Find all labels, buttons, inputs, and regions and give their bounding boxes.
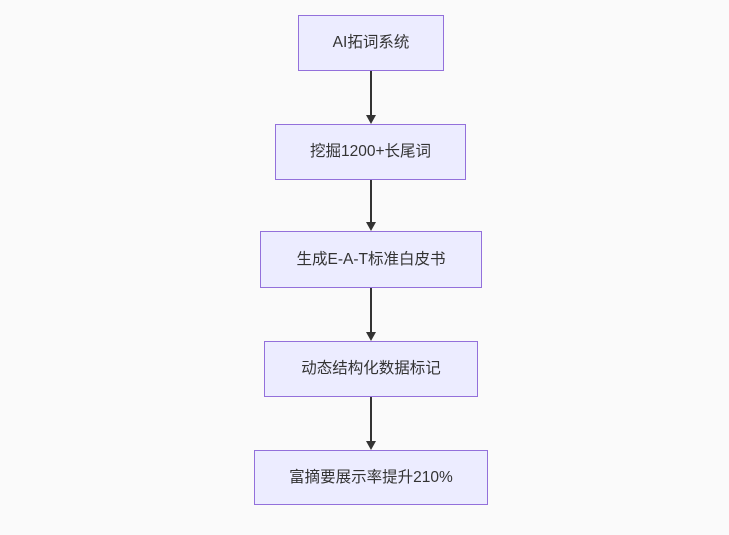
arrow-n1-to-n2	[365, 71, 377, 124]
arrow-line	[370, 397, 372, 441]
arrow-line	[370, 71, 372, 115]
node-label: AI拓词系统	[332, 34, 410, 52]
node-label: 挖掘1200+长尾词	[309, 143, 432, 161]
arrowhead-down-icon	[366, 115, 376, 124]
flowchart-node-mine-longtail-keywords: 挖掘1200+长尾词	[275, 124, 466, 180]
arrow-line	[370, 288, 372, 332]
flowchart-node-rich-snippet-rate-increase: 富摘要展示率提升210%	[254, 450, 488, 505]
flowchart-node-generate-eat-whitepaper: 生成E-A-T标准白皮书	[260, 231, 482, 288]
node-label: 动态结构化数据标记	[301, 360, 441, 378]
node-label: 富摘要展示率提升210%	[289, 468, 453, 486]
arrowhead-down-icon	[366, 222, 376, 231]
arrow-n2-to-n3	[365, 180, 377, 231]
arrow-n3-to-n4	[365, 288, 377, 341]
arrowhead-down-icon	[366, 441, 376, 450]
flowchart-node-dynamic-structured-data-markup: 动态结构化数据标记	[264, 341, 478, 397]
flowchart-node-ai-word-expansion-system: AI拓词系统	[298, 15, 444, 71]
arrow-n4-to-n5	[365, 397, 377, 450]
node-label: 生成E-A-T标准白皮书	[296, 250, 446, 268]
arrowhead-down-icon	[366, 332, 376, 341]
arrow-line	[370, 180, 372, 222]
